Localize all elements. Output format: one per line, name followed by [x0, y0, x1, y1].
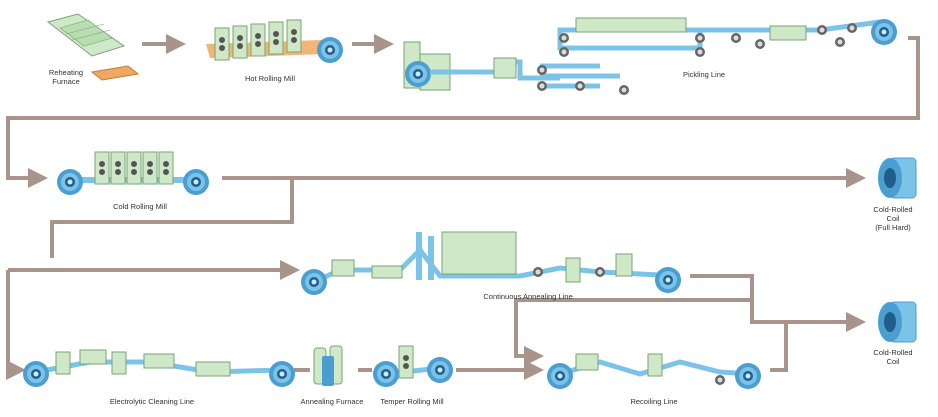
slab — [90, 65, 140, 81]
temper-rolling-mill — [373, 345, 453, 387]
pickling-line — [403, 17, 897, 95]
label-electrolytic-cleaning-line: Electrolytic Cleaning Line — [109, 397, 195, 406]
label-reheating-furnace: Reheating Furnace — [48, 68, 84, 86]
reheating-furnace — [46, 13, 140, 81]
cold-rolled-coil — [878, 301, 917, 343]
continuous-annealing-line — [301, 231, 681, 295]
label-recoiling-line: Recoiling Line — [630, 397, 678, 406]
line-cold-mill-to-annealing-branch — [50, 178, 294, 258]
line-pickling-to-cold-mill — [6, 36, 920, 188]
line-to-electrolytic-cleaning — [6, 270, 26, 380]
hot-rolling-mill — [206, 19, 343, 63]
label-cold-rolled-coil-full-hard: Cold-Rolled Coil (Full Hard) — [873, 205, 913, 232]
electrolytic-cleaning-line — [23, 349, 295, 387]
label-cold-rolled-coil: Cold-Rolled Coil — [873, 348, 913, 366]
label-hot-rolling-mill: Hot Rolling Mill — [244, 74, 296, 83]
label-continuous-annealing-line: Continuous Annealing Line — [483, 292, 573, 301]
label-temper-rolling-mill: Temper Rolling Mill — [380, 397, 444, 406]
line-recoiling-to-cold-rolled-coil — [770, 322, 788, 372]
label-cold-rolling-mill: Cold Rolling Mill — [113, 202, 167, 211]
label-annealing-furnace: Annealing Furnace — [300, 397, 364, 406]
cold-rolling-mill — [57, 151, 209, 195]
label-pickling-line: Pickling Line — [682, 70, 726, 79]
annealing-furnace — [313, 345, 343, 386]
flow-lines — [6, 34, 920, 380]
line-annealing-to-recoiling — [514, 298, 752, 366]
recoiling-line — [547, 353, 761, 389]
cold-rolled-coil-full-hard — [878, 157, 917, 199]
